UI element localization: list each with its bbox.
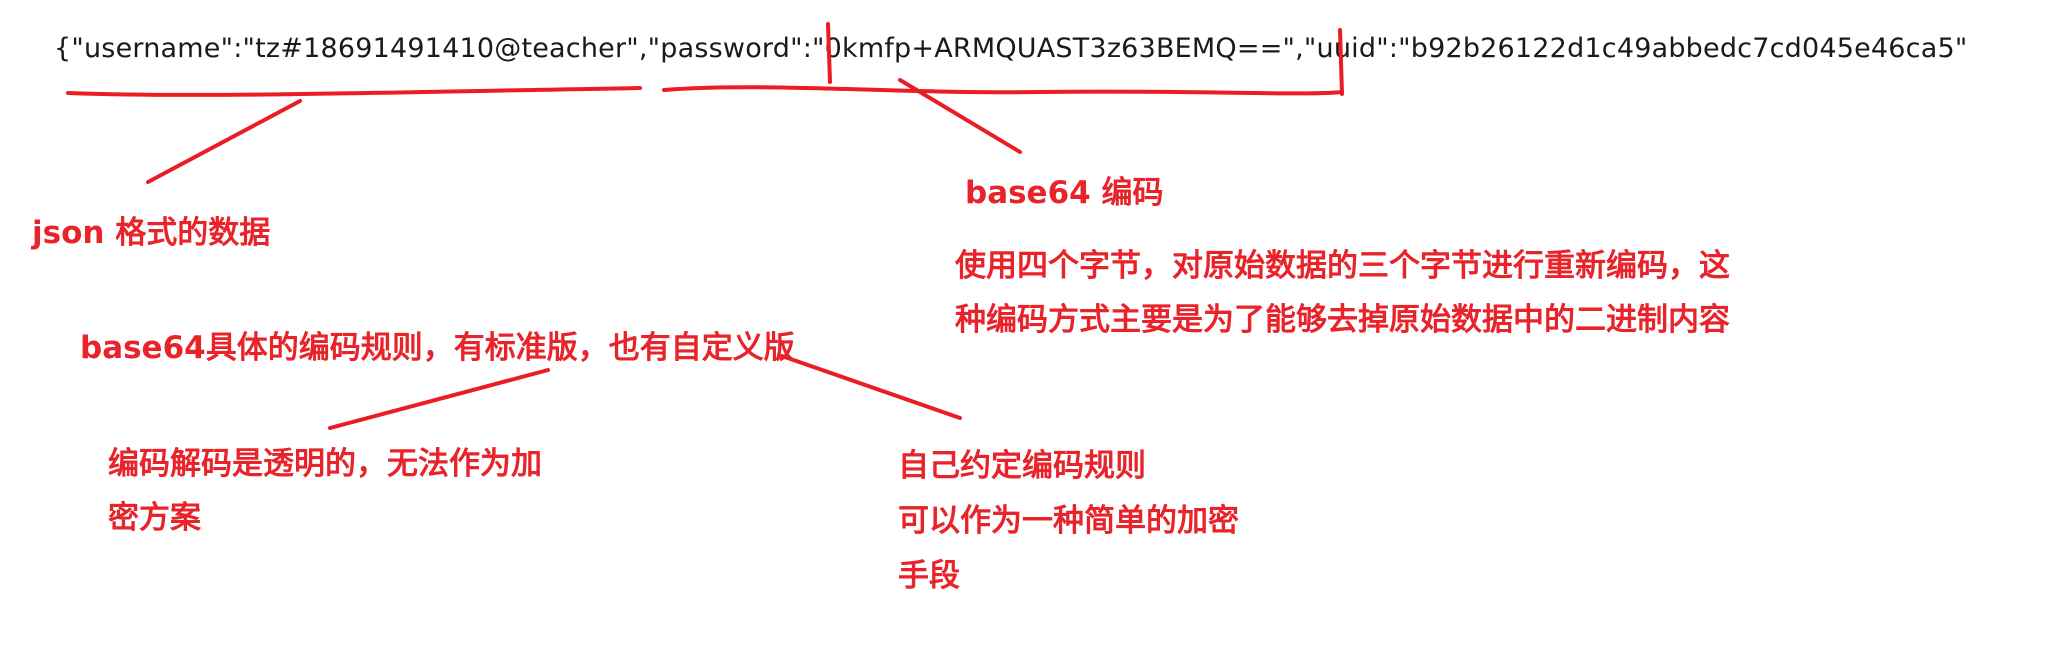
base64-pointer-line xyxy=(898,78,1022,154)
json-pointer-line xyxy=(146,99,302,184)
custom-line-1: 自己约定编码规则 xyxy=(898,448,1146,484)
json-underline xyxy=(66,86,642,97)
rules-left-pointer-line xyxy=(328,368,550,430)
json-format-note: json 格式的数据 xyxy=(32,215,271,251)
transparent-line-1: 编码解码是透明的，无法作为加 xyxy=(108,446,542,482)
json-payload-text: {"username":"tz#18691491410@teacher","pa… xyxy=(54,33,1968,64)
base64-bracket xyxy=(662,22,1344,96)
base64-desc-line-1: 使用四个字节，对原始数据的三个字节进行重新编码，这 xyxy=(955,248,1730,284)
custom-line-2: 可以作为一种简单的加密 xyxy=(898,503,1239,539)
encoding-rules-note: base64具体的编码规则，有标准版，也有自定义版 xyxy=(80,330,795,366)
transparent-note: 编码解码是透明的，无法作为加 密方案 xyxy=(108,437,542,545)
custom-line-3: 手段 xyxy=(898,558,960,594)
base64-label-note: base64 编码 xyxy=(965,175,1164,211)
rules-right-pointer-line xyxy=(780,354,962,420)
base64-desc-line-2: 种编码方式主要是为了能够去掉原始数据中的二进制内容 xyxy=(955,302,1730,338)
custom-rules-note: 自己约定编码规则 可以作为一种简单的加密 手段 xyxy=(898,439,1239,604)
transparent-line-2: 密方案 xyxy=(108,500,201,536)
base64-description: 使用四个字节，对原始数据的三个字节进行重新编码，这 种编码方式主要是为了能够去掉… xyxy=(955,239,1730,347)
